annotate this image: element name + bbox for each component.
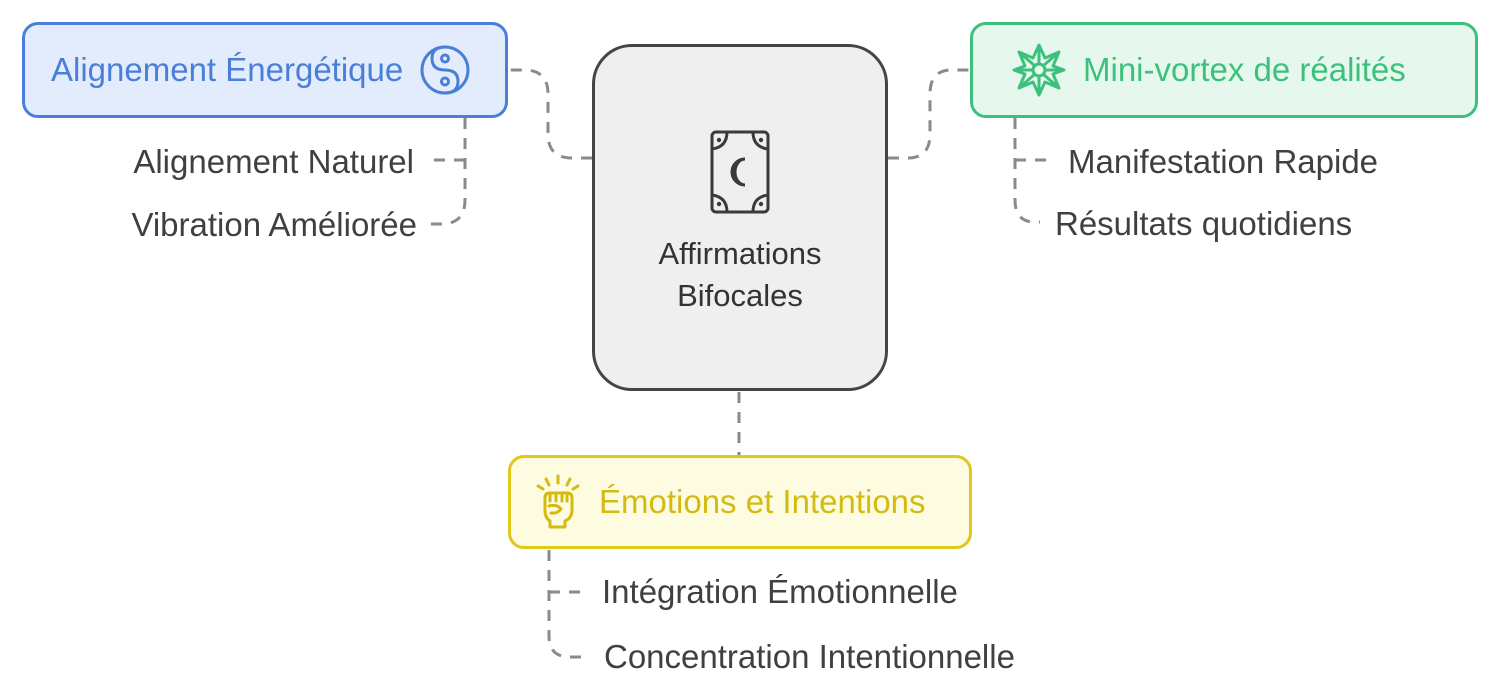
branch-vortex-box: Mini-vortex de réalités (970, 22, 1478, 118)
raised-fist-icon (535, 474, 581, 530)
branch-emotion-box: Émotions et Intentions (508, 455, 972, 549)
center-title: Affirmations Bifocales (658, 235, 822, 313)
connector-center-vortex (888, 68, 970, 160)
vortex-item-1: Manifestation Rapide (1068, 143, 1379, 180)
yin-yang-icon (419, 44, 471, 96)
branch-vortex-title: Mini-vortex de réalités (1083, 51, 1406, 88)
vortex-item-2: Résultats quotidiens (1055, 205, 1353, 242)
branch-energy-title: Alignement Énergétique (51, 51, 404, 88)
emotion-item-2: Concentration Intentionnelle (604, 638, 1015, 675)
branch-energy-box: Alignement Énergétique (22, 22, 508, 118)
connector-emotion-trunk (547, 550, 588, 659)
connector-vortex-trunk (1013, 118, 1040, 224)
energy-item-2: Vibration Améliorée (131, 206, 417, 243)
energy-item-1: Alignement Naturel (133, 143, 414, 180)
center-node: Affirmations Bifocales (592, 44, 888, 391)
emotion-item-1: Intégration Émotionnelle (602, 573, 958, 610)
connector-center-energy (510, 68, 592, 160)
connector-energy-trunk (430, 118, 467, 226)
mandala-star-icon (1011, 42, 1067, 98)
branch-emotion-title: Émotions et Intentions (599, 483, 926, 520)
tarot-card-moon-icon (709, 129, 771, 215)
